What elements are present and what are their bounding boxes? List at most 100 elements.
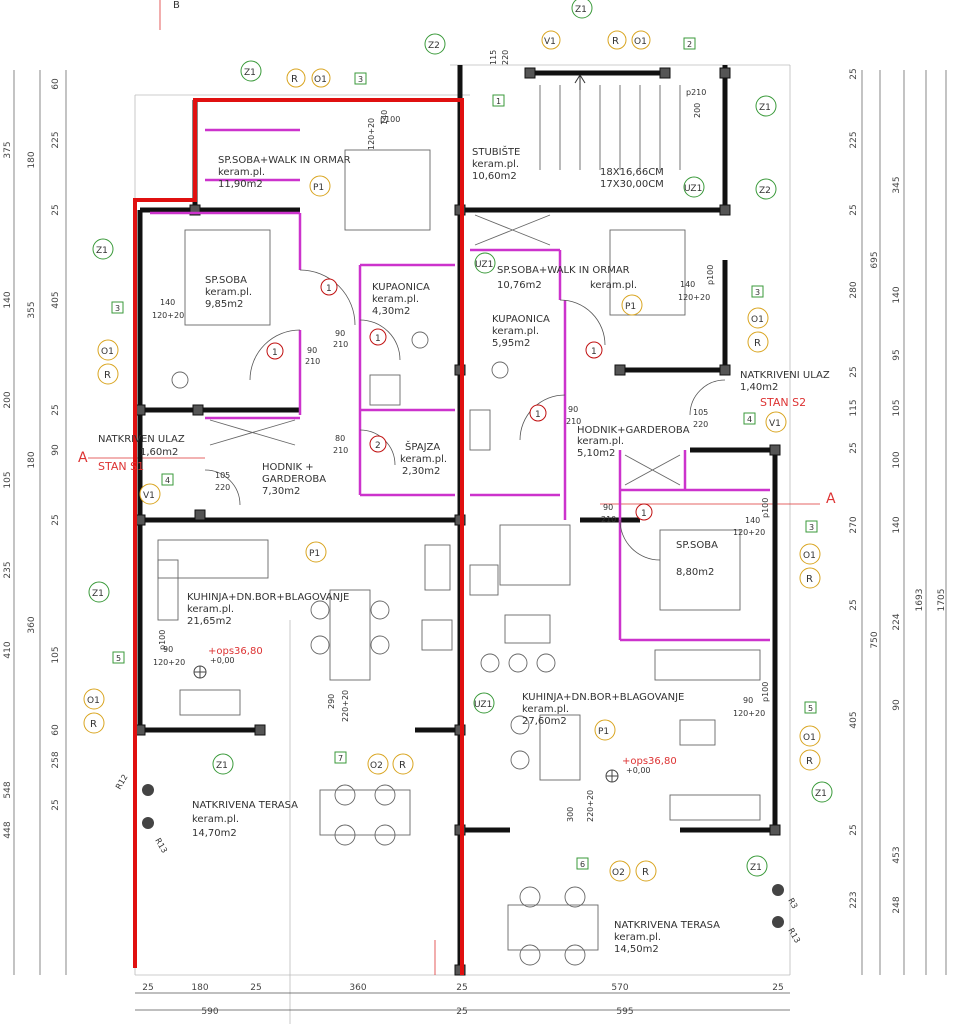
dimension-label: 225 xyxy=(849,131,859,148)
post-label-r12: R12 xyxy=(114,773,130,791)
note: 120+20 xyxy=(152,311,184,320)
tag-p1: P1 xyxy=(313,183,324,193)
note: 210 xyxy=(333,446,348,455)
note: p210 xyxy=(686,88,706,97)
room-name: SP.SOBA+WALK IN ORMAR xyxy=(497,265,630,276)
room-area: 1,60m2 xyxy=(140,447,178,458)
room-floor: keram.pl. xyxy=(614,932,661,943)
level-marker-left: +ops36,80 +0,00 xyxy=(193,646,263,679)
dimension-label: 140 xyxy=(892,286,902,303)
door-1: 1 xyxy=(641,509,647,519)
dimension-label: 90 xyxy=(892,699,902,711)
stair-arrow xyxy=(574,74,586,90)
level-marker-right: +ops36,80 +0,00 xyxy=(605,756,677,783)
note: 140 xyxy=(380,110,389,125)
dimension-label: 25 xyxy=(849,366,859,377)
room-area: 10,60m2 xyxy=(472,171,517,182)
dimension-label: 180 xyxy=(191,983,208,993)
door-1: 1 xyxy=(272,348,278,358)
note: 220 xyxy=(215,483,230,492)
dimension-label: 375 xyxy=(3,141,13,158)
room-floor: keram.pl. xyxy=(492,326,539,337)
note: 90 xyxy=(307,346,317,355)
room-name: SP.SOBA+WALK IN ORMAR xyxy=(218,155,351,166)
tag-o1: O1 xyxy=(87,696,100,706)
room-name: KUPAONICA xyxy=(492,314,550,325)
dimension-label: 90 xyxy=(51,444,61,456)
dimension-label: 548 xyxy=(3,781,13,798)
note: p100 xyxy=(706,265,715,285)
tag-r: R xyxy=(612,36,619,47)
dimension-label: 25 xyxy=(772,983,783,993)
note: 140 xyxy=(160,298,175,307)
tag-o1: O1 xyxy=(634,37,647,47)
note: p100 xyxy=(158,630,167,650)
section-label-a-left: A xyxy=(78,450,88,466)
note: 210 xyxy=(601,515,616,524)
dimension-label: 105 xyxy=(51,646,61,663)
dimension-label: 345 xyxy=(892,176,902,193)
tag-z1: Z1 xyxy=(92,589,104,599)
note: 120+20 xyxy=(367,118,376,150)
note: 220 xyxy=(693,420,708,429)
level-sub: +0,00 xyxy=(210,656,235,665)
window-3: 3 xyxy=(755,288,760,297)
window-5: 5 xyxy=(116,654,121,663)
unit-boundary xyxy=(133,98,464,975)
note: 220+20 xyxy=(341,690,350,722)
room-area: 2,30m2 xyxy=(402,466,440,477)
tag-r: R xyxy=(291,74,298,85)
tag-r: R xyxy=(806,574,813,585)
unit-label-s2: STAN S2 xyxy=(760,396,806,409)
dimension-label: 448 xyxy=(3,821,13,838)
dimension-label: 223 xyxy=(849,891,859,908)
dimension-label: 140 xyxy=(3,291,13,308)
window-3: 3 xyxy=(115,304,120,313)
dimension-label: 25 xyxy=(142,983,153,993)
dimension-label: 248 xyxy=(892,896,902,913)
dimension-label: 180 xyxy=(27,451,37,468)
tag-z1: Z1 xyxy=(815,789,827,799)
tag-z1: Z1 xyxy=(750,863,762,873)
section-label-a-right: A xyxy=(826,491,836,507)
note: 300 xyxy=(566,807,575,822)
room-area: 5,10m2 xyxy=(577,448,615,459)
tag-p1: P1 xyxy=(625,302,636,312)
note: 140 xyxy=(745,516,760,525)
tag-o1: O1 xyxy=(803,733,816,743)
tag-z1: Z1 xyxy=(575,5,587,15)
furniture xyxy=(157,85,761,966)
room-area: 9,85m2 xyxy=(205,299,243,310)
note: 210 xyxy=(305,357,320,366)
tag-uz1: UZ1 xyxy=(684,184,702,194)
tag-p1: P1 xyxy=(309,549,320,559)
window-tag-text: 3 2 1 3 3 4 4 3 5 5 7 6 xyxy=(115,40,814,869)
note: 80 xyxy=(335,434,345,443)
note: 120+20 xyxy=(733,528,765,537)
room-name: KUHINJA+DN.BOR+BLAGOVANJE xyxy=(187,592,349,603)
room-area: 5,95m2 xyxy=(492,338,530,349)
dimension-label: 25 xyxy=(849,204,859,215)
note: p100 xyxy=(380,115,400,124)
level-sub: +0,00 xyxy=(626,766,651,775)
window-4: 4 xyxy=(747,415,752,424)
note: 105 xyxy=(693,408,708,417)
note: 140 xyxy=(680,280,695,289)
dim-right: 2522525280251152527025405252233451409510… xyxy=(849,68,947,913)
note: 290 xyxy=(327,694,336,709)
tag-z1: Z1 xyxy=(244,68,256,78)
tag-r: R xyxy=(642,867,649,878)
dimension-label: 25 xyxy=(51,204,61,215)
window-3: 3 xyxy=(358,75,363,84)
dimension-label: 60 xyxy=(51,78,61,90)
dimension-label: 453 xyxy=(892,846,902,863)
room-floor: keram.pl. xyxy=(205,287,252,298)
note: 115 xyxy=(489,50,498,65)
dimension-label: 25 xyxy=(456,1007,467,1017)
material-tag-text: R O1 R O1 V1 O1 R O1 R V1 V1 O1 R O1 R O… xyxy=(87,36,816,878)
note: 105 xyxy=(215,471,230,480)
window-1: 1 xyxy=(496,97,501,106)
unit-label-s1: STAN S1 xyxy=(98,460,144,473)
room-area: 14,50m2 xyxy=(614,944,659,955)
